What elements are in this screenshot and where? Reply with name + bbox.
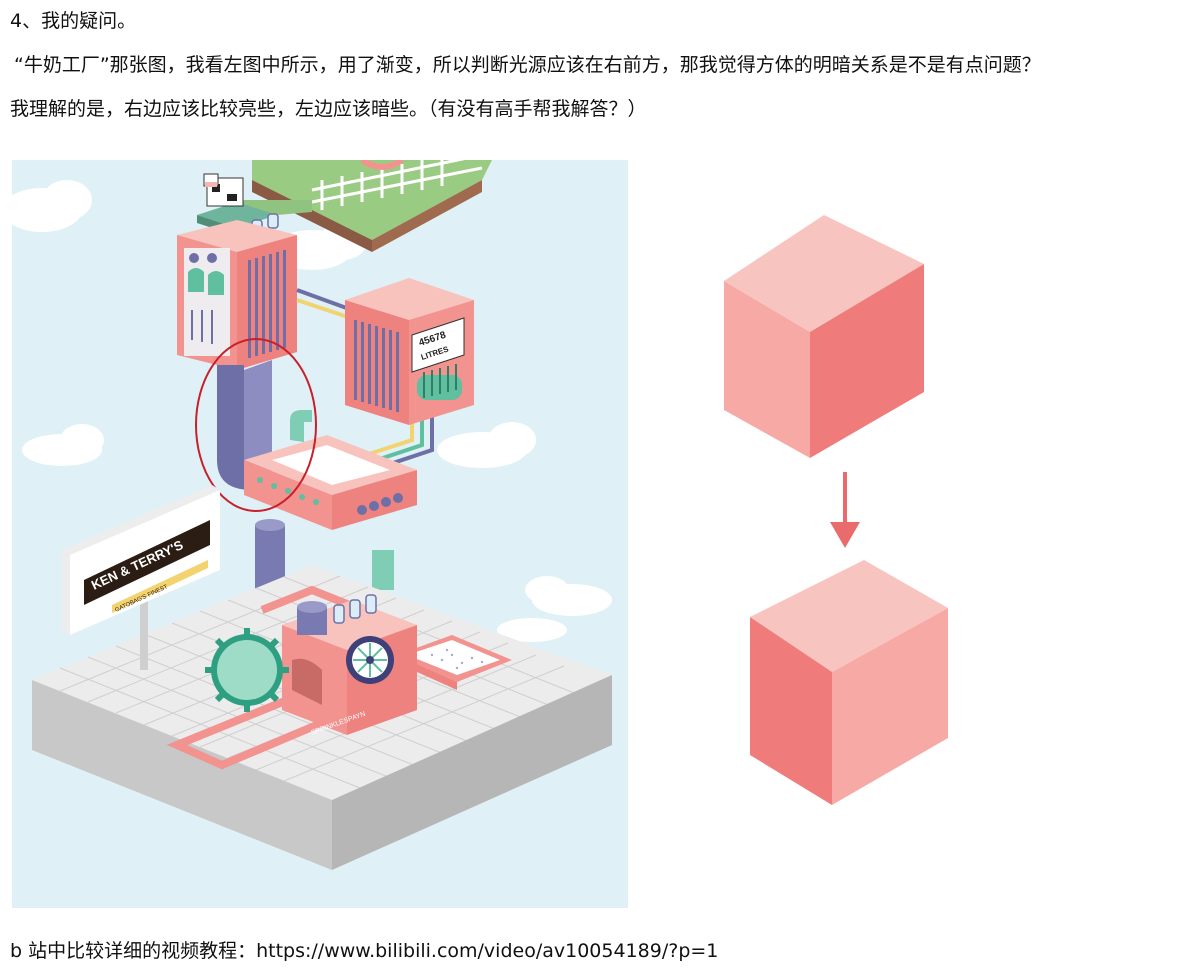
fan — [346, 636, 394, 684]
cube-corrected — [750, 560, 948, 805]
cube-diagram-svg — [724, 215, 948, 805]
cow — [203, 173, 244, 207]
cube-original-left-face — [724, 281, 810, 458]
highlight-circle — [195, 338, 317, 512]
cube-original-right-face — [810, 264, 924, 458]
gear — [205, 628, 289, 712]
cube-corrected-left-face — [750, 617, 832, 805]
question-paragraph-1: “牛奶工厂”那张图，我看左图中所示，用了渐变，所以判断光源应该在右前方，那我觉得… — [14, 54, 1041, 76]
cube-shading-diagram — [700, 200, 980, 820]
fence — [311, 160, 483, 210]
question-paragraph-2: 我理解的是，右边应该比较亮些，左边应该暗些。（有没有高手帮我解答？） — [10, 98, 647, 120]
question-heading: 4、我的疑问。 — [10, 10, 137, 32]
cube-original — [724, 215, 924, 458]
cube-corrected-right-face — [832, 608, 948, 805]
cube-original-top-face — [724, 215, 924, 332]
down-arrow-icon — [830, 472, 860, 548]
milk-factory-illustration: 45678 LITRES — [12, 160, 628, 908]
milk-factory-svg: 45678 LITRES — [12, 160, 612, 870]
cube-corrected-top-face — [750, 560, 948, 672]
tutorial-footer: b 站中比较详细的视频教程：https://www.bilibili.com/v… — [10, 940, 719, 962]
